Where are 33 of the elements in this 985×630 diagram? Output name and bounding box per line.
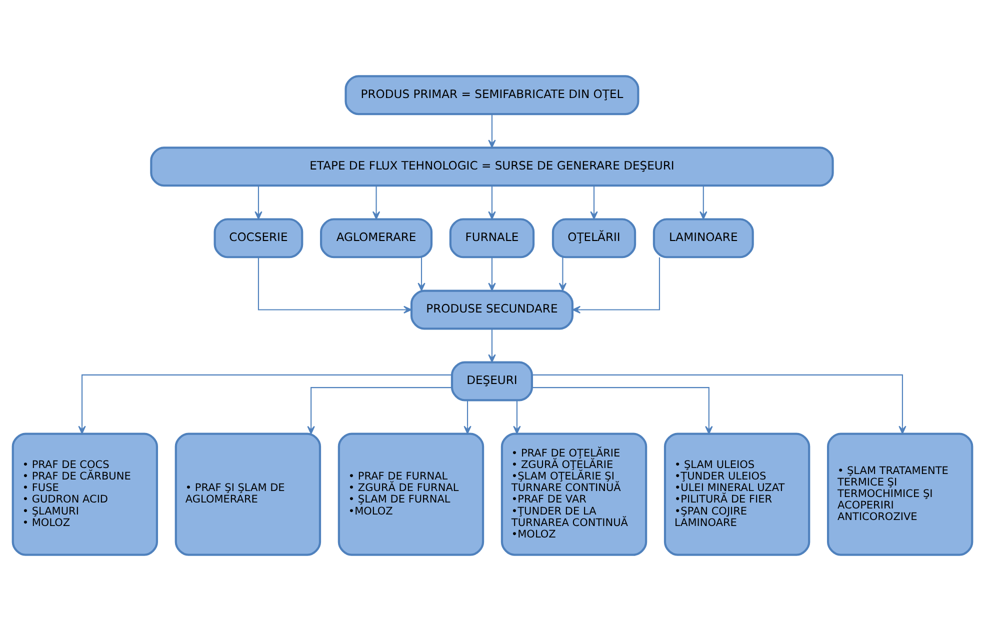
node-box: • ŞLAM TRATAMENTE TERMICE ŞI TERMOCHIMICE ŞI ACOPERIRI ANTICOROZIVE — [826, 432, 974, 556]
arrow — [488, 185, 496, 219]
node-box: • PRAF DE OŢELĂRIE • ZGURĂ OŢELĂRIE •ŞLAM OŢELĂRIE ŞI TURNARE CONTINUĂ •PRAF DE VAR •ŢUNDER DE LA TURNAREA CONTINUĂ •MOLOZ — [500, 432, 648, 556]
node-box: PRODUS PRIMAR = SEMIFABRICATE DIN OŢEL — [344, 74, 640, 115]
node-box: AGLOMERARE — [320, 218, 433, 258]
arrow — [78, 374, 452, 434]
arrow — [464, 400, 472, 434]
node-box: DEŞEURI — [450, 360, 533, 401]
arrow — [513, 400, 521, 434]
node-box: ETAPE DE FLUX TEHNOLOGIC = SURSE DE GENERARE DEŞEURI — [150, 146, 834, 186]
node-box: PRODUSE SECUNDARE — [410, 289, 574, 330]
arrow — [558, 256, 567, 291]
node-box: OŢELĂRII — [552, 218, 636, 258]
arrow — [488, 328, 496, 362]
arrow — [307, 386, 452, 434]
node-box: • PRAF DE COCS • PRAF DE CĂRBUNE • FUSE • GUDRON ACID • ŞLAMURI • MOLOZ — [12, 432, 158, 556]
node-box: • PRAF ŞI ŞLAM DE AGLOMERARE — [174, 432, 322, 556]
arrow — [254, 185, 262, 219]
node-box: LAMINOARE — [652, 218, 754, 258]
arrow — [258, 256, 412, 314]
arrow — [572, 256, 660, 314]
node-box: • PRAF DE FURNAL • ZGURĂ DE FURNAL • ŞLAM DE FURNAL •MOLOZ — [338, 432, 484, 556]
arrow — [532, 374, 906, 434]
arrow — [418, 256, 426, 291]
node-box: • ŞLAM ULEIOS •ŢUNDER ULEIOS •ULEI MINERAL UZAT •PILITURĂ DE FIER •ŞPAN COJIRE LAMINOARE — [664, 432, 810, 556]
node-box: COCSERIE — [214, 218, 304, 258]
arrow — [488, 256, 496, 291]
arrow — [700, 185, 708, 219]
arrow — [590, 185, 598, 219]
node-box: FURNALE — [449, 218, 535, 258]
arrow — [488, 114, 496, 148]
arrow — [372, 185, 380, 219]
arrow — [532, 386, 713, 434]
